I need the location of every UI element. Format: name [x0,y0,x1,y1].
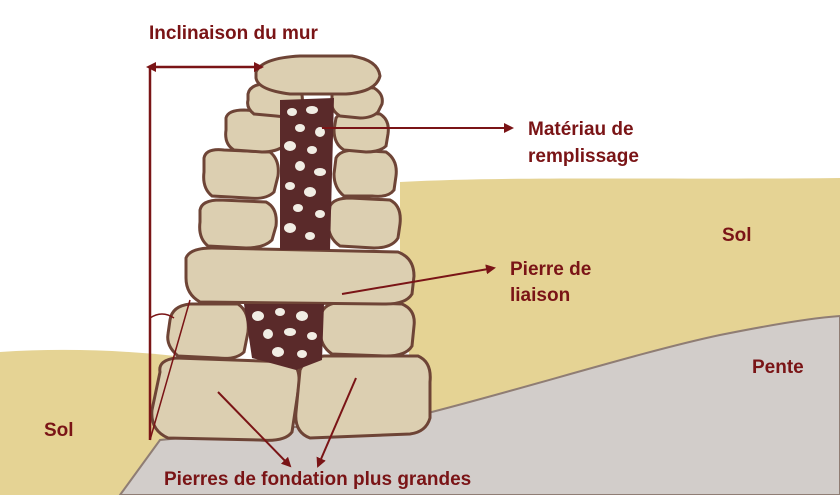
foundation-stone-right [296,356,430,438]
soil-left-label: Sol [44,419,74,443]
slope-label: Pente [752,356,804,380]
stone-layer2-right [320,302,414,356]
tie-stone [186,248,414,304]
fill-material-label-line2: remplissage [528,145,639,169]
cap-stone [256,56,380,94]
foundation-stones-label: Pierres de fondation plus grandes [164,468,471,492]
wall-inclination-label: Inclinaison du mur [149,22,318,46]
fill-material-label-line1: Matériau de [528,118,634,142]
stone-layer2-left [168,304,249,358]
tie-stone-label-line2: liaison [510,284,570,308]
soil-right-label: Sol [722,224,752,248]
tie-stone-label-line1: Pierre de [510,258,591,282]
